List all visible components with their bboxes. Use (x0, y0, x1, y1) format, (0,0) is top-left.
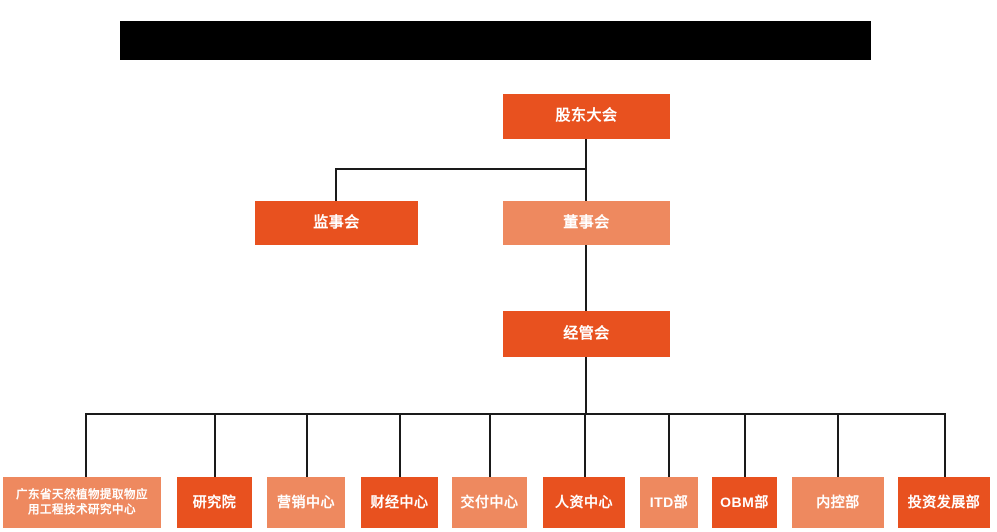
node-investment-development-department[interactable]: 投资发展部 (898, 477, 990, 528)
node-board-of-directors[interactable]: 董事会 (503, 201, 670, 245)
connector-level2-bus (335, 168, 587, 170)
connector-directors-to-management (585, 245, 587, 311)
connector-to-itd (668, 413, 670, 477)
connector-to-supervisors (335, 168, 337, 201)
node-hr-center[interactable]: 人资中心 (543, 477, 625, 528)
node-internal-control-department[interactable]: 内控部 (792, 477, 884, 528)
connector-to-delivery (489, 413, 491, 477)
connector-to-institute (214, 413, 216, 477)
node-obm-department[interactable]: OBM部 (712, 477, 777, 528)
node-label: 董事会 (563, 213, 610, 231)
node-shareholders-meeting[interactable]: 股东大会 (503, 94, 670, 139)
node-marketing-center[interactable]: 营销中心 (267, 477, 345, 528)
node-label: 广东省天然植物提取物应 用工程技术研究中心 (16, 489, 148, 516)
node-label: 人资中心 (555, 493, 613, 510)
node-label: 投资发展部 (907, 493, 981, 510)
node-label: 研究院 (192, 493, 237, 510)
connector-to-research-ctr (85, 413, 87, 477)
connector-to-obm (744, 413, 746, 477)
connector-management-down (585, 357, 587, 415)
node-research-institute[interactable]: 研究院 (177, 477, 252, 528)
connector-to-investment (944, 413, 946, 477)
connector-to-internal-ctrl (837, 413, 839, 477)
node-guangdong-research-center[interactable]: 广东省天然植物提取物应 用工程技术研究中心 (3, 477, 161, 528)
redacted-title-banner (120, 21, 871, 60)
connector-to-hr (584, 413, 586, 477)
connector-to-marketing (306, 413, 308, 477)
node-label: 内控部 (816, 493, 860, 510)
node-management-committee[interactable]: 经管会 (503, 311, 670, 357)
node-label: 股东大会 (555, 107, 618, 125)
node-finance-center[interactable]: 财经中心 (361, 477, 438, 528)
node-delivery-center[interactable]: 交付中心 (452, 477, 527, 528)
connector-to-finance (399, 413, 401, 477)
connector-to-directors (585, 168, 587, 201)
node-label: 经管会 (563, 324, 610, 342)
node-label: ITD部 (649, 493, 689, 510)
node-label: 财经中心 (370, 493, 429, 510)
connector-level4-bus (85, 413, 945, 415)
connector-shareholders-down (585, 139, 587, 170)
node-label: 营销中心 (277, 493, 335, 510)
node-itd-department[interactable]: ITD部 (640, 477, 698, 528)
node-label: 交付中心 (460, 493, 519, 510)
node-label: 监事会 (313, 213, 360, 231)
node-label: OBM部 (720, 493, 769, 510)
node-board-of-supervisors[interactable]: 监事会 (255, 201, 418, 245)
